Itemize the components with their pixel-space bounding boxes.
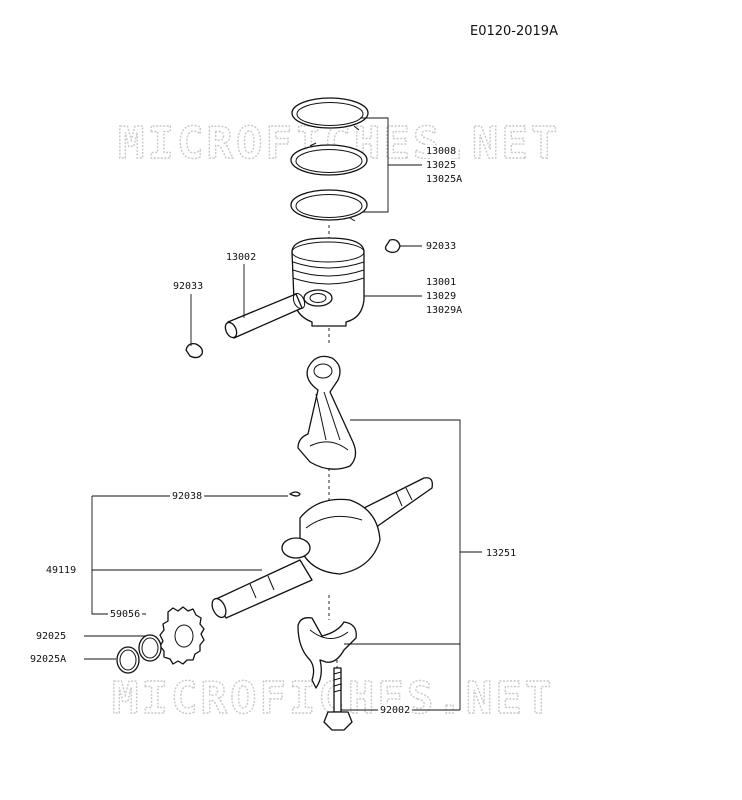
circlip-left[interactable] (185, 342, 204, 359)
rod-cap[interactable] (297, 617, 357, 689)
label-background (28, 653, 69, 666)
label-92025a[interactable]: 92025A (30, 654, 66, 665)
label-13029[interactable]: 13029 (426, 291, 456, 302)
label-background (424, 304, 465, 317)
connecting-rod[interactable] (297, 355, 357, 470)
label-13025[interactable]: 13025 (426, 160, 456, 171)
label-92025[interactable]: 92025 (36, 631, 66, 642)
label-13001[interactable]: 13001 (426, 277, 456, 288)
label-13029a[interactable]: 13029A (426, 305, 462, 316)
label-92002[interactable]: 92002 (380, 705, 410, 716)
crankshaft[interactable] (209, 477, 433, 620)
piston-ring-top[interactable] (291, 97, 369, 131)
washer[interactable] (138, 634, 162, 662)
label-background (170, 490, 205, 503)
washer-alt[interactable] (116, 646, 140, 674)
label-background (424, 290, 459, 303)
crankshaft-gear[interactable] (159, 606, 205, 665)
diagram-id: E0120-2019A (470, 24, 558, 39)
label-13002[interactable]: 13002 (226, 252, 256, 263)
piston-pin[interactable] (223, 292, 307, 340)
ring-leader (360, 117, 422, 213)
label-92033-right[interactable]: 92033 (426, 241, 456, 252)
label-background (224, 251, 259, 264)
label-background (171, 280, 206, 293)
label-background (424, 276, 459, 289)
circlip-right[interactable] (384, 238, 423, 254)
label-background (424, 145, 459, 158)
label-59056[interactable]: 59056 (110, 609, 140, 620)
label-92033-left[interactable]: 92033 (173, 281, 203, 292)
label-13008[interactable]: 13008 (426, 146, 456, 157)
label-background (424, 173, 465, 186)
rod-leader (350, 419, 461, 710)
label-background (44, 564, 79, 577)
label-49119[interactable]: 49119 (46, 565, 76, 576)
label-background (484, 547, 519, 560)
label-13251[interactable]: 13251 (486, 548, 516, 559)
label-background (424, 240, 459, 253)
label-background (108, 608, 143, 621)
piston[interactable] (291, 237, 365, 327)
label-background (378, 704, 413, 717)
label-background (34, 630, 69, 643)
rod-bolt[interactable] (323, 667, 353, 731)
piston-ring-second[interactable] (290, 142, 368, 176)
label-92038[interactable]: 92038 (172, 491, 202, 502)
woodruff-key[interactable] (289, 491, 301, 497)
label-13025a[interactable]: 13025A (426, 174, 462, 185)
piston-ring-oil[interactable] (290, 189, 368, 222)
label-background (424, 159, 459, 172)
